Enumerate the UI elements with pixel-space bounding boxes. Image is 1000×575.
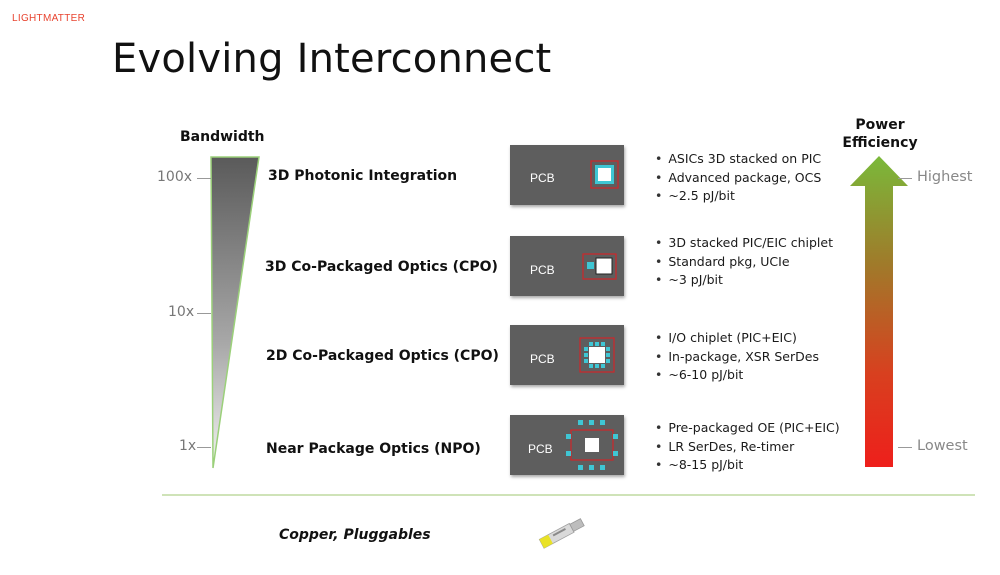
efficiency-tick-line <box>898 178 912 179</box>
bullet-item: I/O chiplet (PIC+EIC) <box>655 329 819 348</box>
tier-bullets-2d-cpo: I/O chiplet (PIC+EIC) In-package, XSR Se… <box>655 329 819 385</box>
copper-pluggables-label: Copper, Pluggables <box>279 527 431 543</box>
bullet-item: Standard pkg, UCIe <box>655 253 833 272</box>
bullet-item: 3D stacked PIC/EIC chiplet <box>655 234 833 253</box>
chip-package-icon <box>579 337 615 373</box>
pluggable-module-icon <box>538 518 585 549</box>
pcb-label: PCB <box>530 171 555 185</box>
bandwidth-tick-1x: 1x <box>179 438 197 454</box>
pcb-diagram-3d-cpo: PCB <box>510 236 624 296</box>
tier-name-2d-cpo: 2D Co-Packaged Optics (CPO) <box>266 348 499 364</box>
tier-bullets-npo: Pre-packaged OE (PIC+EIC) LR SerDes, Re-… <box>655 419 840 475</box>
pcb-diagram-npo: PCB <box>510 415 624 475</box>
bullet-item: In-package, XSR SerDes <box>655 348 819 367</box>
bandwidth-tick-line <box>197 178 211 179</box>
bandwidth-wedge <box>210 156 260 469</box>
company-logo: LIGHTMATTER <box>12 13 86 24</box>
pcb-label: PCB <box>530 263 555 277</box>
tier-name-npo: Near Package Optics (NPO) <box>266 441 481 457</box>
baseline-divider <box>162 494 975 496</box>
pcb-label: PCB <box>530 352 555 366</box>
bullet-item: ~2.5 pJ/bit <box>655 187 821 206</box>
bandwidth-tick-100x: 100x <box>157 169 193 185</box>
power-efficiency-axis-label: Power Efficiency <box>842 117 918 151</box>
pcb-diagram-2d-cpo: PCB <box>510 325 624 385</box>
bullet-item: ASICs 3D stacked on PIC <box>655 150 821 169</box>
bullet-item: ~6-10 pJ/bit <box>655 366 819 385</box>
chip-package-icon <box>590 160 619 189</box>
tier-bullets-3d-cpo: 3D stacked PIC/EIC chiplet Standard pkg,… <box>655 234 833 290</box>
efficiency-tick-line <box>898 447 912 448</box>
chip-package-icon <box>582 253 617 280</box>
pcb-label: PCB <box>528 442 553 456</box>
bullet-item: Advanced package, OCS <box>655 169 821 188</box>
bandwidth-tick-line <box>197 447 211 448</box>
chip-package-icon <box>566 420 618 470</box>
bullet-item: Pre-packaged OE (PIC+EIC) <box>655 419 839 438</box>
tier-name-3d-cpo: 3D Co-Packaged Optics (CPO) <box>265 259 498 275</box>
pcb-diagram-3d-photonic: PCB <box>510 145 624 205</box>
bullet-item: LR SerDes, Re-timer <box>655 438 840 457</box>
bandwidth-tick-10x: 10x <box>168 304 195 320</box>
bandwidth-tick-line <box>197 313 211 314</box>
bandwidth-axis-label: Bandwidth <box>180 129 265 145</box>
efficiency-tick-highest: Highest <box>917 169 973 185</box>
slide-title: Evolving Interconnect <box>112 36 552 82</box>
bullet-item: ~8-15 pJ/bit <box>655 456 840 475</box>
tier-bullets-3d-photonic: ASICs 3D stacked on PIC Advanced package… <box>655 150 821 206</box>
power-efficiency-arrow <box>850 156 908 467</box>
efficiency-tick-lowest: Lowest <box>917 438 968 454</box>
tier-name-3d-photonic: 3D Photonic Integration <box>268 168 458 184</box>
bullet-item: ~3 pJ/bit <box>655 271 833 290</box>
